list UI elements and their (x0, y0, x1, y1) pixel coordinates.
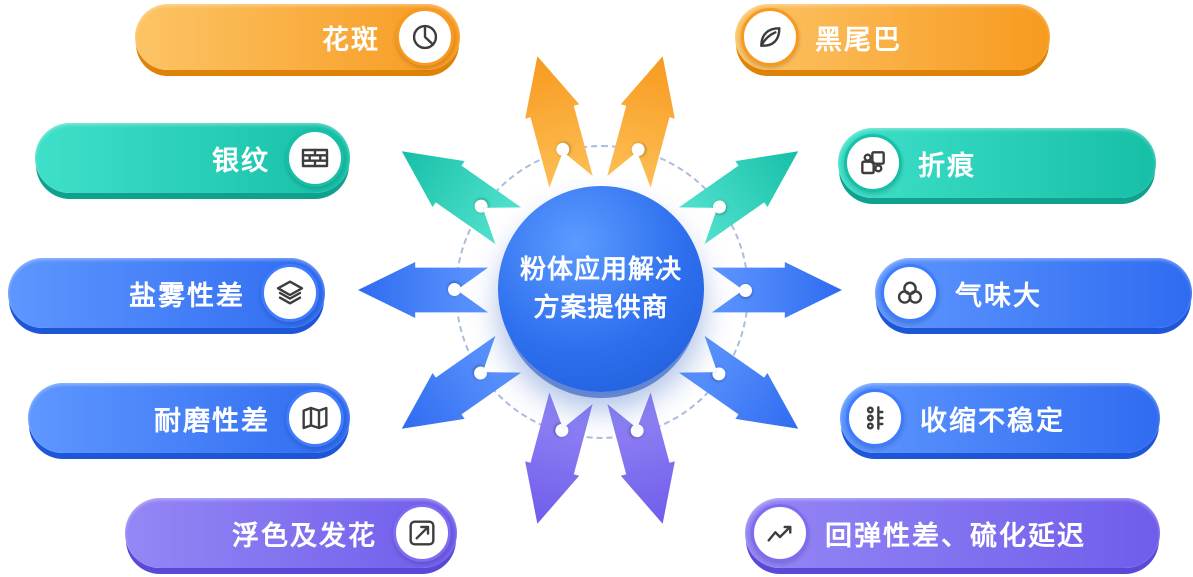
pill-label: 盐雾性差 (129, 280, 245, 311)
leaf-icon (741, 8, 799, 66)
pill-label: 折痕 (918, 150, 976, 181)
pill-label: 银纹 (212, 145, 270, 176)
pill-label: 浮色及发花 (232, 520, 377, 551)
pill-label: 回弹性差、硫化延迟 (825, 520, 1086, 551)
pill-label: 气味大 (955, 280, 1042, 311)
puzzle-icon (844, 134, 902, 192)
pill-naimo: 耐磨性差 (28, 383, 350, 453)
layers-icon (261, 264, 319, 322)
trend-arrow-icon (393, 504, 451, 562)
center-title-line2: 方案提供商 (533, 292, 669, 322)
pill-heiweiba: 黑尾巴 (735, 4, 1050, 70)
pill-fuse: 浮色及发花 (125, 498, 457, 568)
center-title-line1: 粉体应用解决 (519, 254, 682, 285)
pill-shousuo: 收缩不稳定 (840, 383, 1160, 453)
map-icon (286, 389, 344, 447)
pill-qiwei: 气味大 (875, 258, 1192, 328)
shrink-dots-icon (846, 389, 904, 447)
bubbles-icon (881, 264, 939, 322)
pill-huaban: 花斑 (135, 4, 460, 70)
pill-yanwu: 盐雾性差 (8, 258, 325, 328)
pill-label: 花斑 (322, 24, 380, 55)
brick-wall-icon (286, 129, 344, 187)
pill-huitan: 回弹性差、硫化延迟 (745, 498, 1160, 568)
arrow-dot (738, 283, 752, 297)
pill-yinwen: 银纹 (35, 123, 350, 193)
pill-label: 耐磨性差 (154, 405, 270, 436)
line-chart-icon (751, 504, 809, 562)
pill-label: 黑尾巴 (815, 24, 902, 55)
pill-zhehen: 折痕 (838, 128, 1156, 198)
center-circle: 粉体应用解决 方案提供商 (498, 186, 704, 392)
pill-label: 收缩不稳定 (920, 405, 1065, 436)
pie-chart-icon (396, 8, 454, 66)
